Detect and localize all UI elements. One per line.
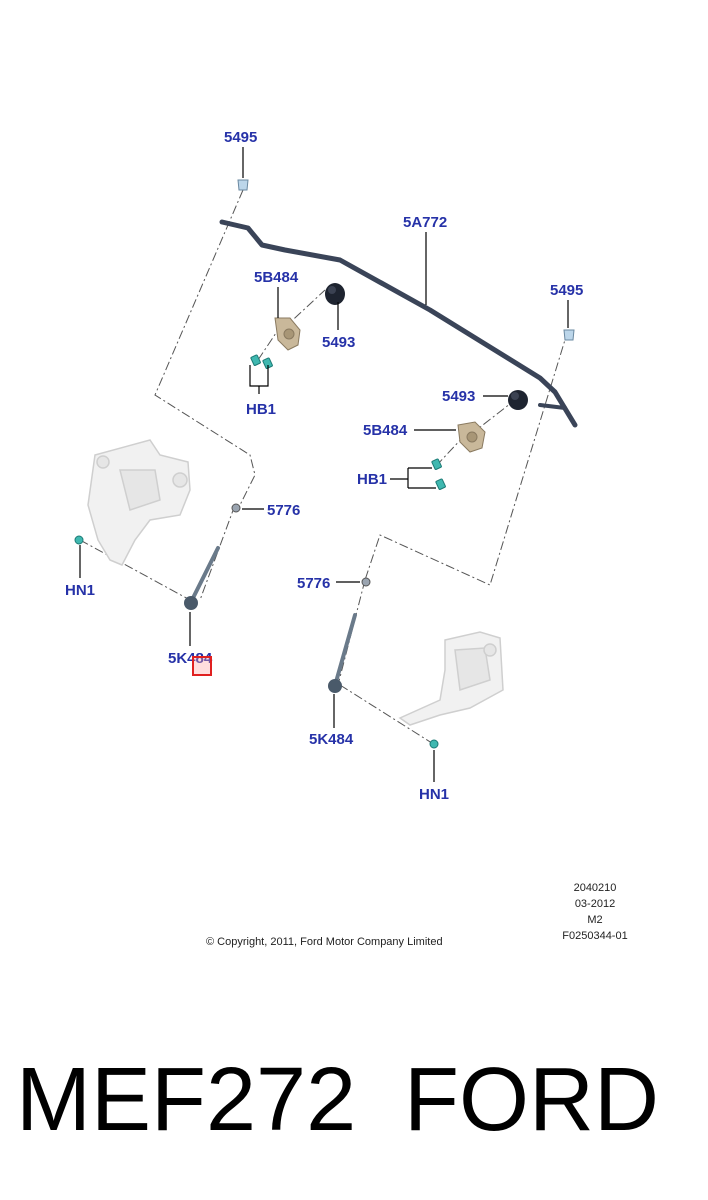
callout-bolts-right: HB1 — [357, 471, 388, 488]
bushing-left — [325, 283, 345, 305]
diagram-figure-id: F0250344-01 — [562, 930, 628, 942]
knuckle-bolt-right — [429, 739, 439, 749]
callout-bolts-left: HB1 — [246, 401, 277, 418]
link-bolt-left — [237, 179, 249, 191]
callout-knuckle-bolt-left: HN1 — [65, 582, 96, 599]
highlight-marker — [192, 656, 212, 676]
stabilizer-bar-end — [538, 403, 567, 410]
diagram-code: 2040210 — [573, 882, 617, 894]
callout-link-bolt-right: 5495 — [550, 282, 584, 299]
callout-bracket-right: 5B484 — [363, 422, 408, 439]
callout-link-bolt-left: 5495 — [224, 129, 258, 146]
leader-lines — [79, 147, 569, 782]
bracket-right — [457, 421, 486, 453]
diagram-codes: 2040210 03-2012 M2 F0250344-01 — [540, 880, 650, 944]
bracket-left — [274, 317, 301, 351]
knuckle-bolt-left — [74, 535, 84, 545]
bushing-right — [508, 390, 528, 410]
link-left — [184, 546, 220, 610]
diagram-date: 03-2012 — [574, 898, 616, 910]
product-caption: MEF272 FORD — [0, 1040, 708, 1160]
nut-right — [361, 577, 371, 587]
link-right — [328, 613, 357, 693]
knuckle-left — [87, 439, 191, 566]
bolts-hb1-left — [250, 354, 273, 369]
bolts-hb1-right — [431, 458, 446, 490]
callout-nut-left: 5776 — [267, 502, 301, 519]
stabilizer-bar — [219, 219, 578, 428]
callout-bushing-left: 5493 — [322, 334, 356, 351]
callout-stab-bar: 5A772 — [403, 214, 448, 231]
nut-left — [231, 503, 241, 513]
copyright-notice: © Copyright, 2011, Ford Motor Company Li… — [206, 936, 443, 948]
brand-name: FORD — [404, 1050, 659, 1150]
callout-bushing-right: 5493 — [442, 388, 476, 405]
part-number: MEF272 — [16, 1050, 357, 1150]
callout-link-right: 5K484 — [309, 731, 354, 748]
assembly-lines — [79, 189, 569, 746]
diagram-revision: M2 — [587, 914, 603, 926]
callout-bracket-left: 5B484 — [254, 269, 299, 286]
link-bolt-right — [563, 329, 575, 341]
callout-nut-right: 5776 — [297, 575, 331, 592]
callout-knuckle-bolt-right: HN1 — [419, 786, 450, 803]
callout-link-left: 5K484 — [168, 650, 213, 667]
knuckle-right — [398, 631, 504, 726]
exploded-parts-diagram — [74, 147, 578, 782]
